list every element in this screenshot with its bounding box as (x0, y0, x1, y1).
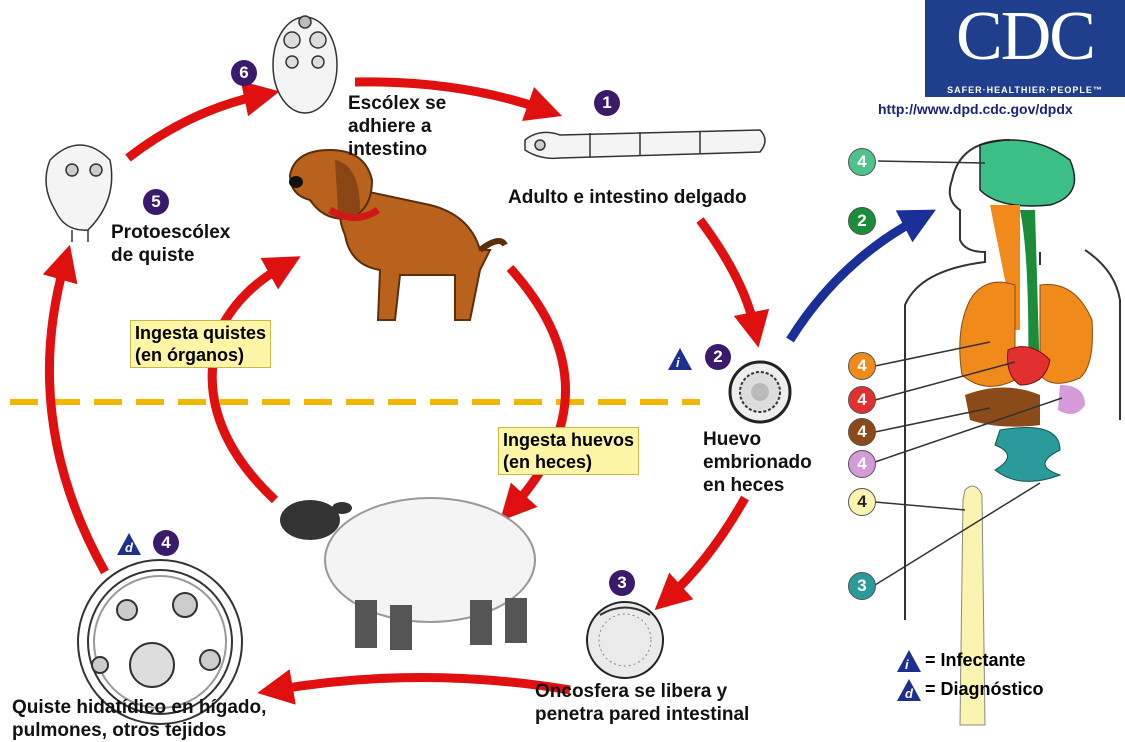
legend-diagnostic-label: = Diagnóstico (925, 679, 1044, 700)
cdc-logo-mark: CDC (925, 2, 1125, 72)
scolex-drawing (273, 16, 337, 113)
cdc-logo: CDC SAFER·HEALTHIER·PEOPLE™ (925, 0, 1125, 97)
arrow-sheep-to-dog (212, 265, 285, 500)
dog-drawing (289, 150, 505, 320)
arrow-1-to-2 (700, 220, 755, 330)
body-number-brain: 4 (848, 148, 876, 176)
stage-3-number: 3 (609, 570, 635, 596)
adult-worm-drawing (525, 130, 765, 158)
stage-2-number: 2 (705, 344, 731, 370)
stage-1-number: 1 (594, 90, 620, 116)
legend-infective-icon: i (897, 650, 921, 672)
oncosphere-drawing (587, 602, 663, 678)
arrow-4-to-5 (49, 262, 105, 572)
cdc-url[interactable]: http://www.dpd.cdc.gov/dpdx (878, 101, 1073, 117)
arrow-egg-to-human (790, 218, 920, 340)
stage-4-label: Quiste hidatídico en hígado, pulmones, o… (12, 696, 266, 742)
arrow-5-to-6 (128, 95, 262, 158)
body-number-intestine: 3 (848, 572, 876, 600)
body-number-heart: 4 (848, 386, 876, 414)
stage-1-label: Adulto e intestino delgado (508, 186, 747, 209)
stage-6-label: Escólex se adhiere a intestino (348, 92, 446, 161)
human-figure-drawing (905, 140, 1120, 725)
egg-drawing (730, 362, 790, 422)
ingesta-huevos-box: Ingesta huevos (en heces) (498, 427, 639, 475)
body-number-bone: 4 (848, 488, 876, 516)
arrow-2-to-3 (668, 498, 745, 598)
body-number-entry: 2 (848, 207, 876, 235)
infective-marker: i (668, 348, 692, 370)
arrow-3-to-4 (275, 678, 570, 691)
stage-2-label: Huevo embrionado en heces (703, 428, 812, 497)
protoscolex-drawing (46, 145, 112, 242)
body-number-spleen: 4 (848, 450, 876, 478)
cdc-tagline: SAFER·HEALTHIER·PEOPLE™ (925, 85, 1125, 95)
stage-3-label: Oncosfera se libera y penetra pared inte… (535, 680, 749, 726)
stage-5-label: Protoescólex de quiste (111, 221, 230, 267)
stage-4-number: 4 (153, 530, 179, 556)
body-number-liver: 4 (848, 418, 876, 446)
stage-5-number: 5 (143, 189, 169, 215)
legend-infective-label: = Infectante (925, 650, 1026, 671)
body-number-lungs: 4 (848, 352, 876, 380)
stage-6-number: 6 (231, 60, 257, 86)
legend-diagnostic-icon: d (897, 679, 921, 701)
ingesta-quistes-box: Ingesta quistes (en órganos) (130, 320, 271, 368)
diagnostic-marker: d (117, 533, 141, 555)
sheep-drawing (280, 498, 535, 650)
